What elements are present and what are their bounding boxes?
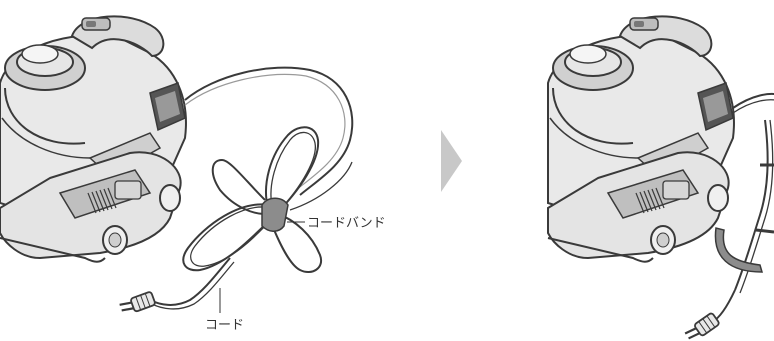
cleaner-illustration-right: [548, 16, 734, 261]
plug-icon-right: [684, 312, 720, 341]
plug-icon: [119, 291, 156, 316]
cleaner-illustration-left: [0, 16, 186, 261]
cord-band-left: [262, 198, 288, 231]
triangle-right-arrow-icon: [441, 130, 462, 192]
panel-before: コードバンド コード: [0, 16, 386, 333]
label-cord: コード: [205, 318, 244, 333]
panel-after: [548, 16, 774, 341]
label-cord-band: コードバンド: [307, 216, 386, 231]
